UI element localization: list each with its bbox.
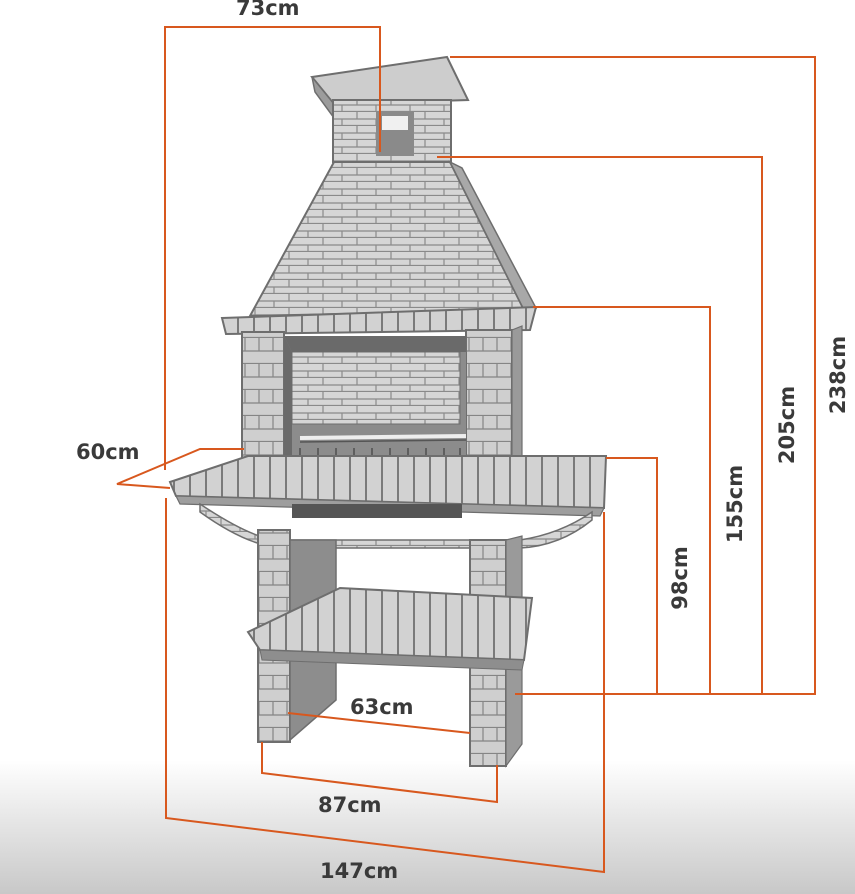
dim-line-depth <box>116 448 244 489</box>
barbecue-illustration <box>168 55 608 768</box>
label-height-total: 238cm <box>826 336 850 414</box>
label-height-counter: 98cm <box>668 546 692 610</box>
dim-line-top-width <box>164 26 381 470</box>
dim-line-height-hood <box>533 306 711 694</box>
label-top-width: 73cm <box>236 0 300 20</box>
label-height-chimney: 205cm <box>775 386 799 464</box>
label-total-width: 147cm <box>320 859 398 883</box>
label-depth: 60cm <box>76 440 140 464</box>
floor-shadow <box>0 760 855 894</box>
dim-line-inner-width <box>287 712 471 734</box>
dimension-lines <box>116 26 816 874</box>
label-base-width: 87cm <box>318 793 382 817</box>
dim-line-total-width <box>165 498 605 874</box>
label-height-hood: 155cm <box>723 465 747 543</box>
dim-line-height-chimney <box>437 156 763 694</box>
dim-line-height-counter <box>606 457 658 694</box>
dimension-labels: 73cm 60cm 238cm 205cm 155cm 98cm 63cm 87… <box>76 0 850 883</box>
dim-line-height-total <box>450 56 816 695</box>
dim-line-base-width <box>261 742 498 804</box>
label-inner-width: 63cm <box>350 695 414 719</box>
